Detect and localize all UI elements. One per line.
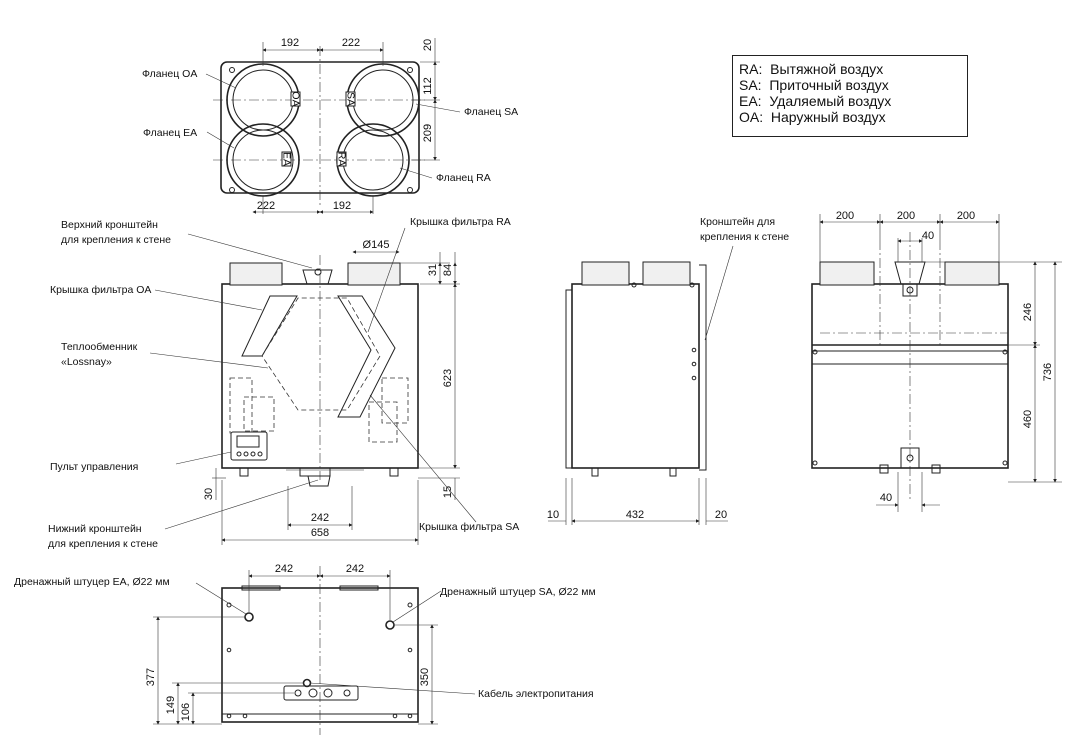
legend-box: RA: Вытяжной воздух SA: Приточный воздух…: [732, 55, 968, 137]
ra-filter-cover: [337, 295, 396, 418]
front-view: Ø145 31 84 623 15 30 242 658 Верхний кро…: [48, 216, 519, 550]
label-flange-ea: Фланец EA: [143, 127, 197, 139]
label-filter-oa: Крышка фильтра OA: [50, 284, 151, 296]
legend-text: Удаляемый воздух: [769, 93, 892, 109]
dim-rear-736: 736: [1042, 363, 1054, 381]
label-lower-bracket-1: Нижний кронштейн: [48, 523, 142, 535]
legend-text: Вытяжной воздух: [770, 61, 884, 77]
legend-item-oa: OA: Наружный воздух: [739, 109, 967, 125]
legend-item-ea: EA: Удаляемый воздух: [739, 93, 967, 109]
dim-front-623: 623: [442, 369, 454, 387]
legend-item-sa: SA: Приточный воздух: [739, 77, 967, 93]
dim-front-84: 84: [442, 264, 454, 276]
legend-code: EA:: [739, 93, 762, 109]
dim-front-15: 15: [442, 486, 454, 498]
label-wall-bracket-1: Кронштейн для: [700, 216, 775, 228]
label-exchanger-1: Теплообменник: [61, 341, 138, 353]
dim-bot-377: 377: [145, 668, 157, 686]
dim-rear-40b: 40: [880, 492, 892, 504]
dim-top-222: 222: [342, 37, 360, 49]
dim-top-112: 112: [422, 77, 434, 95]
port-label-sa: SA: [345, 92, 357, 106]
legend-code: OA:: [739, 109, 764, 125]
legend-code: RA:: [739, 61, 763, 77]
label-wall-bracket-2: крепления к стене: [700, 231, 789, 243]
dim-rear-200a: 200: [836, 210, 854, 222]
label-remote: Пульт управления: [50, 461, 138, 473]
dim-rear-460: 460: [1022, 410, 1034, 428]
dim-top-192: 192: [281, 37, 299, 49]
label-upper-bracket-1: Верхний кронштейн: [61, 219, 158, 231]
dim-bot-350: 350: [419, 668, 431, 686]
dim-top-20: 20: [422, 39, 434, 51]
label-exchanger-2: «Lossnay»: [61, 356, 112, 368]
label-drain-ea: Дренажный штуцер EA, Ø22 мм: [14, 576, 170, 588]
lossnay-core: [261, 297, 381, 411]
rear-view: 200 200 200 40 246 460 736 40: [811, 210, 1062, 512]
port-label-oa: OA: [290, 91, 302, 106]
dim-bot-242a: 242: [275, 563, 293, 575]
dim-side-10: 10: [547, 509, 559, 521]
dim-front-30: 30: [203, 488, 215, 500]
legend-item-ra: RA: Вытяжной воздух: [739, 61, 967, 77]
dim-top-b192: 192: [333, 200, 351, 212]
label-filter-sa: Крышка фильтра SA: [419, 521, 519, 533]
dim-front-242: 242: [311, 512, 329, 524]
legend-text: Наружный воздух: [770, 109, 886, 125]
label-upper-bracket-2: для крепления к стене: [61, 234, 171, 246]
dim-rear-200c: 200: [957, 210, 975, 222]
dim-top-209: 209: [422, 124, 434, 142]
dim-rear-200b: 200: [897, 210, 915, 222]
port-label-ea: EA: [281, 152, 293, 166]
remote-controller: [230, 431, 268, 461]
dim-side-432: 432: [626, 509, 644, 521]
dim-front-31: 31: [427, 264, 439, 276]
dim-rear-40a: 40: [922, 230, 934, 242]
label-lower-bracket-2: для крепления к стене: [48, 538, 158, 550]
dim-side-20: 20: [715, 509, 727, 521]
label-filter-ra: Крышка фильтра RA: [410, 216, 511, 228]
dim-rear-246: 246: [1022, 303, 1034, 321]
dim-front-658: 658: [311, 527, 329, 539]
port-label-ra: RA: [336, 152, 348, 167]
side-view: 10 432 20 Кронштейн для крепления к стен…: [547, 216, 789, 525]
dim-bot-149: 149: [165, 696, 177, 714]
dim-front-d145: Ø145: [363, 239, 390, 251]
dim-top-b222: 222: [257, 200, 275, 212]
top-view: OA SA EA RA 192 222 20 112 209 222 192: [142, 37, 518, 214]
dim-bot-242b: 242: [346, 563, 364, 575]
legend-code: SA:: [739, 77, 762, 93]
label-drain-sa: Дренажный штуцер SA, Ø22 мм: [440, 586, 596, 598]
label-flange-sa: Фланец SA: [464, 106, 518, 118]
label-power-cable: Кабель электропитания: [478, 688, 594, 700]
dim-bot-106: 106: [180, 703, 192, 721]
legend-text: Приточный воздух: [769, 77, 889, 93]
label-flange-ra: Фланец RA: [436, 172, 491, 184]
bottom-view: 242 242 377 149 106 350 Дренажный штуцер…: [14, 563, 596, 735]
label-flange-oa: Фланец OA: [142, 68, 197, 80]
